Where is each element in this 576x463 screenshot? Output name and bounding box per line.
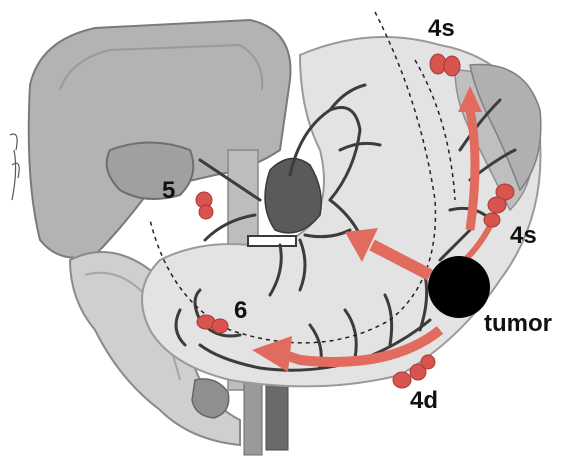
label-station-6: 6: [234, 297, 247, 324]
label-station-4d: 4d: [410, 387, 438, 414]
label-station-4s-top: 4s: [428, 15, 455, 42]
tumor-mass: [428, 256, 490, 318]
label-station-4s-right: 4s: [510, 222, 537, 249]
label-station-5: 5: [162, 177, 175, 204]
arrow-to-4s-top: [470, 110, 475, 230]
gallbladder: [107, 143, 194, 200]
label-tumor: tumor: [484, 310, 552, 337]
artist-signature-icon: [10, 134, 19, 200]
lymph-node-5: [196, 192, 213, 219]
